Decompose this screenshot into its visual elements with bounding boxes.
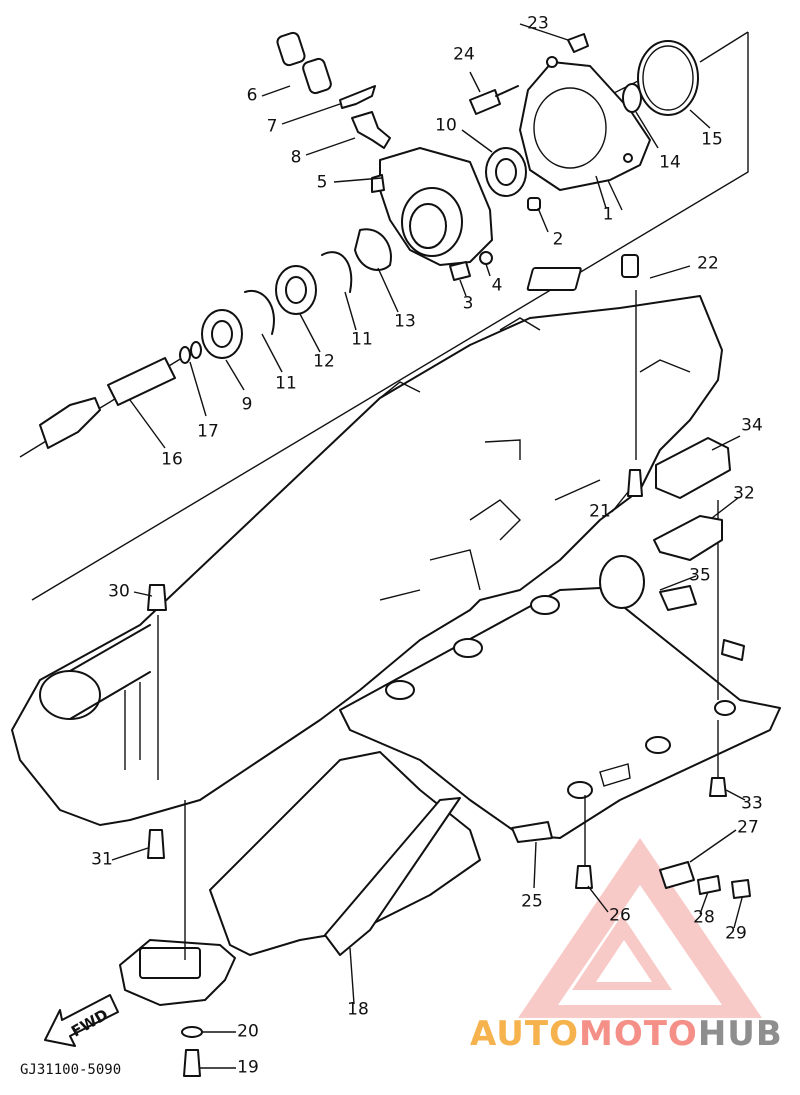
leader-lines — [157, 54, 719, 960]
callout-1: 1 — [602, 204, 614, 225]
bearing-housing-assembly — [39, 31, 699, 449]
fwd-arrow-icon — [44, 994, 119, 1047]
callout-29: 29 — [725, 923, 747, 944]
watermark-triangle-icon — [518, 838, 762, 1018]
callout-8: 8 — [290, 147, 302, 168]
callout-10: 10 — [435, 115, 457, 136]
callout-9: 9 — [241, 394, 253, 415]
callout-26: 26 — [609, 905, 631, 926]
watermark-part-3: HUB — [697, 1014, 783, 1054]
callout-13: 13 — [394, 311, 416, 332]
callout-20: 20 — [237, 1021, 259, 1042]
callout-32: 32 — [733, 483, 755, 504]
callout-34: 34 — [741, 415, 763, 436]
callout-6: 6 — [246, 85, 258, 106]
callout-19: 19 — [237, 1057, 259, 1078]
callout-7: 7 — [266, 116, 278, 137]
callout-33: 33 — [741, 793, 763, 814]
callout-11-upper: 11 — [351, 329, 373, 350]
callout-30: 30 — [108, 581, 130, 602]
callout-24: 24 — [453, 44, 475, 65]
callout-12: 12 — [313, 351, 335, 372]
callout-4: 4 — [491, 275, 503, 296]
callout-16: 16 — [161, 449, 183, 470]
callout-35: 35 — [689, 565, 711, 586]
diagram-code: GJ31100-5090 — [20, 1062, 122, 1078]
callout-17: 17 — [197, 421, 219, 442]
electrical-components — [147, 254, 751, 1077]
callout-2: 2 — [552, 229, 564, 250]
callout-22: 22 — [697, 253, 719, 274]
watermark-logo: AUTOMOTOHUB — [470, 1014, 783, 1054]
callout-11-lower: 11 — [275, 373, 297, 394]
callout-3: 3 — [462, 293, 474, 314]
callout-21: 21 — [589, 501, 611, 522]
callout-31: 31 — [91, 849, 113, 870]
callout-15: 15 — [701, 129, 723, 150]
watermark-part-1: AUTO — [470, 1014, 579, 1054]
callout-18: 18 — [347, 999, 369, 1020]
callout-23: 23 — [527, 13, 549, 34]
callout-14: 14 — [659, 152, 681, 173]
ride-plate — [339, 587, 781, 839]
callout-28: 28 — [693, 907, 715, 928]
callout-25: 25 — [521, 891, 543, 912]
callout-27: 27 — [737, 817, 759, 838]
callout-leaders — [111, 23, 746, 1069]
watermark-part-2: MOTO — [578, 1014, 698, 1054]
driveshaft-housing — [11, 295, 723, 826]
lower-hull-section — [119, 751, 481, 1006]
callout-5: 5 — [316, 172, 328, 193]
